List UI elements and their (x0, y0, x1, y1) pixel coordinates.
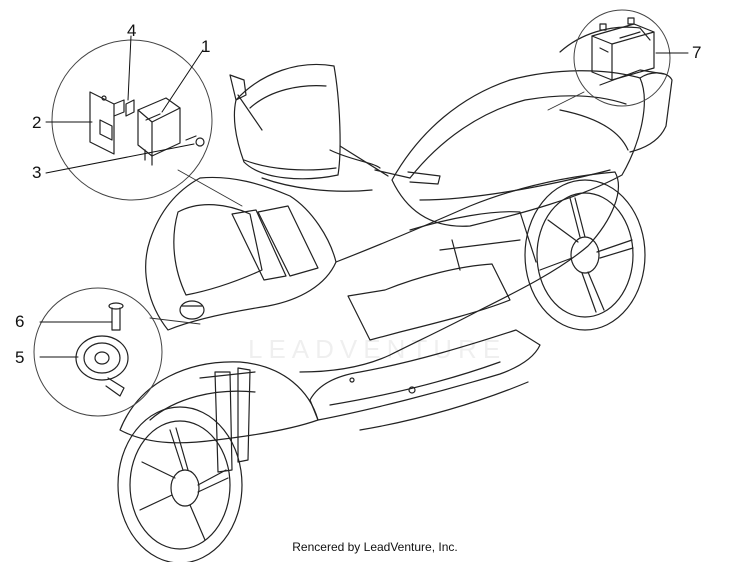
footer-credit: Rencered by LeadVenture, Inc. (292, 540, 458, 554)
svg-text:LEADVENTURE: LEADVENTURE (248, 334, 506, 364)
callout-7: 7 (692, 43, 701, 62)
relay-unit (137, 97, 181, 166)
front-fender (119, 361, 319, 444)
horn (75, 335, 129, 397)
callout-6: 6 (15, 312, 24, 331)
floorboard (309, 329, 541, 431)
watermark: LEADVENTURE (248, 334, 506, 364)
front-wheel (117, 406, 243, 562)
handlebar (229, 74, 441, 192)
front-fork (199, 367, 256, 473)
battery-inset (547, 9, 671, 111)
scooter-drawing (117, 26, 673, 562)
body-side-panel (299, 171, 619, 373)
battery (591, 17, 655, 81)
leader-lines (39, 35, 689, 358)
callout-1: 1 (201, 37, 210, 56)
callout-2: 2 (32, 113, 41, 132)
relay-bracket (89, 91, 125, 155)
windshield (233, 63, 341, 180)
callout-4: 4 (127, 21, 136, 40)
callout-5: 5 (15, 348, 24, 367)
relay-screw (185, 135, 205, 147)
front-fairing (145, 176, 337, 331)
callout-numbers: 1 2 3 4 5 6 7 (15, 21, 701, 367)
horn-bolt (108, 302, 124, 331)
relay-inset (51, 39, 243, 207)
relay-clip (125, 99, 135, 117)
rear-wheel (524, 179, 646, 331)
horn-inset (33, 287, 201, 417)
seat (391, 70, 645, 227)
callout-3: 3 (32, 163, 41, 182)
